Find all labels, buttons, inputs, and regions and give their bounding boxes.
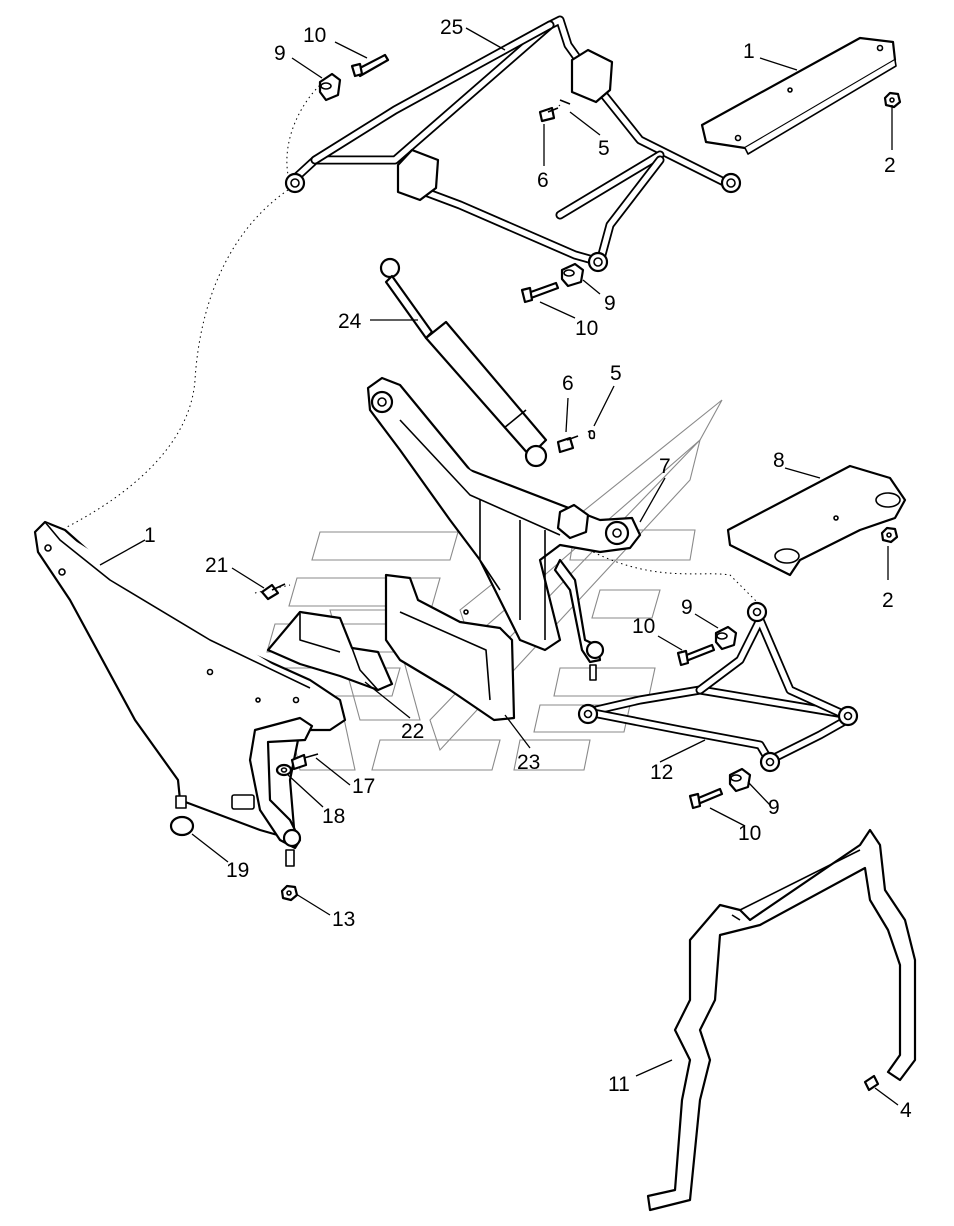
bolt-top xyxy=(350,53,390,78)
callout-19: 19 xyxy=(226,859,249,882)
callout-9-right: 9 xyxy=(681,596,693,619)
callout-12: 12 xyxy=(650,761,673,784)
screw-17 xyxy=(290,753,319,771)
callout-11: 11 xyxy=(608,1073,630,1096)
cover-23 xyxy=(384,573,516,722)
screw-21 xyxy=(260,583,286,601)
callout-1-left: 1 xyxy=(144,524,156,547)
callout-6-mid: 6 xyxy=(562,372,574,395)
callouts: 25 10 9 1 2 5 6 9 10 24 6 5 7 8 2 1 21 9… xyxy=(144,16,912,1122)
callout-17: 17 xyxy=(352,775,375,798)
callout-10-right: 10 xyxy=(632,615,655,638)
bushing-low xyxy=(728,767,752,793)
bolt-mid xyxy=(520,281,560,304)
callout-9-mid: 9 xyxy=(604,292,616,315)
callout-18: 18 xyxy=(322,805,345,828)
cover-22 xyxy=(266,610,394,692)
callout-10-low: 10 xyxy=(738,822,761,845)
callout-9-low: 9 xyxy=(768,796,780,819)
callout-5-top: 5 xyxy=(598,137,610,160)
screw-top xyxy=(538,106,559,123)
callout-2-top: 2 xyxy=(884,154,896,177)
leader-lines xyxy=(99,27,899,1106)
lower-frame xyxy=(646,828,917,1212)
lower-arm xyxy=(577,601,859,773)
callout-6-top: 6 xyxy=(537,169,549,192)
callout-13: 13 xyxy=(332,908,355,931)
gas-spring xyxy=(379,257,548,468)
bushing-mid xyxy=(560,262,585,288)
callout-7: 7 xyxy=(659,455,671,478)
callout-4: 4 xyxy=(900,1099,912,1122)
clip-mid xyxy=(587,430,596,440)
nut-13 xyxy=(280,884,299,902)
callout-25: 25 xyxy=(440,16,463,39)
nut-mid xyxy=(880,526,899,544)
callout-10-top: 10 xyxy=(303,24,326,47)
seat-side-panel xyxy=(33,520,347,867)
callout-24: 24 xyxy=(338,310,362,333)
callout-2-mid: 2 xyxy=(882,589,894,612)
washer-18 xyxy=(275,763,293,777)
callout-1-top: 1 xyxy=(743,40,755,63)
upper-seat-frame xyxy=(284,15,742,273)
slide-plate xyxy=(726,464,907,577)
slide-rail-plate-top xyxy=(700,36,897,155)
callout-8: 8 xyxy=(773,449,785,472)
bushing-top xyxy=(318,72,342,102)
bushing-right xyxy=(714,625,738,651)
clip-top xyxy=(559,99,571,105)
callout-22: 22 xyxy=(401,720,424,743)
screw-4 xyxy=(863,1074,880,1092)
nut-top xyxy=(883,91,902,109)
bolt-low xyxy=(688,787,724,810)
bolt-right xyxy=(676,643,716,667)
callout-5-mid: 5 xyxy=(610,362,622,385)
callout-23: 23 xyxy=(517,751,540,774)
seat-suspension-bracket xyxy=(366,376,642,681)
callout-9-top: 9 xyxy=(274,42,286,65)
callout-10-mid: 10 xyxy=(575,317,598,340)
screw-mid xyxy=(556,435,579,454)
callout-21: 21 xyxy=(205,554,228,577)
assembly-lines xyxy=(64,84,761,606)
cap-19 xyxy=(169,815,195,837)
